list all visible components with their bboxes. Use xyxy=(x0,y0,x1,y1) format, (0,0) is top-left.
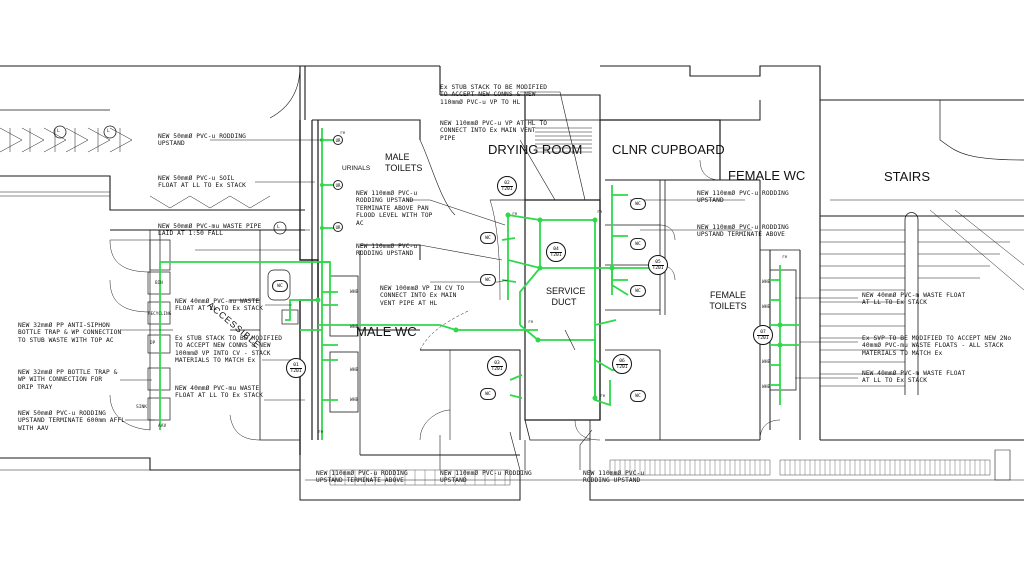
light-label-2: L xyxy=(107,129,110,134)
re-marker-1: re xyxy=(340,131,346,136)
urinal-2: UR xyxy=(333,180,343,190)
wc-pan-female-1: WC xyxy=(630,198,646,210)
note-waste-float-40-d: NEW 40mmØ PVC-m WASTE FLOAT AT LL TO Ex … xyxy=(862,370,966,385)
urinals-label: URINALS xyxy=(342,165,371,172)
re-marker-6: re xyxy=(782,255,788,260)
room-label-female-toilets: FEMALE TOILETS xyxy=(709,290,747,311)
whb-female-3: WHB xyxy=(762,360,771,365)
wc-pan-female-4: WC xyxy=(630,390,646,402)
note-rodding-upstand-110-b: NEW 110mmØ PVC-u RODDING UPSTAND xyxy=(697,190,789,205)
aav-label: AAV xyxy=(158,424,167,429)
note-rodding-terminate-above-b: NEW 110mmØ PVC-u RODDING UPSTAND TERMINA… xyxy=(316,470,408,485)
note-rodding-terminate-above-a: NEW 110mmØ PVC-u RODDING UPSTAND TERMINA… xyxy=(697,224,789,239)
whb-male-1: WHB xyxy=(350,290,359,295)
room-label-clnr: CLNR CUPBOARD xyxy=(612,142,725,157)
re-marker-3: re xyxy=(597,210,603,215)
wc-pan-female-3: WC xyxy=(630,285,646,297)
whb-female-1: WHB xyxy=(762,280,771,285)
whb-male-2: WHB xyxy=(350,325,359,330)
note-rodding-upstand-50: NEW 50mmØ PVC-u RODDING UPSTAND xyxy=(158,133,246,148)
note-stub-stack-male: Ex STUB STACK TO BE MODIFIED TO ACCEPT N… xyxy=(175,335,283,365)
leader-lines xyxy=(120,91,858,471)
room-label-drying: DRYING ROOM xyxy=(488,142,583,157)
room-label-stairs: STAIRS xyxy=(884,169,930,184)
note-waste-float-40-c: NEW 40mmØ PVC-m WASTE FLOAT AT LL TO Ex … xyxy=(862,292,966,307)
recycling-label: RECYCLING xyxy=(148,312,172,317)
sink-label: SINK xyxy=(136,405,148,410)
note-bottle-trap-drip: NEW 32mmØ PP BOTTLE TRAP & WP WITH CONNE… xyxy=(18,369,118,391)
urinal-1: UR xyxy=(333,135,343,145)
note-waste-float-40-b: NEW 40mmØ PVC-mu WASTE FLOAT AT LL TO Ex… xyxy=(175,385,263,400)
wc-pan-male-2: WC xyxy=(480,274,496,286)
re-marker-5: re xyxy=(600,394,606,399)
room-label-male-wc: MALE WC xyxy=(356,324,417,339)
note-rodding-upstand-110-c: NEW 110mmØ PVC-u RODDING UPSTAND xyxy=(440,470,532,485)
light-label-3: L xyxy=(277,225,280,230)
room-label-service-duct: SERVICE DUCT xyxy=(546,286,586,307)
note-rodding-aav: NEW 50mmØ PVC-u RODDING UPSTAND TERMINAT… xyxy=(18,410,126,432)
room-label-female-wc: FEMALE WC xyxy=(728,168,806,183)
wc-pan-male-1: WC xyxy=(480,232,496,244)
wc-pan-female-2: WC xyxy=(630,238,646,250)
note-rodding-upstand-110-a: NEW 110mmØ PVC-u RODDING UPSTAND xyxy=(356,243,418,258)
whb-male-4: WHB xyxy=(350,398,359,403)
note-waste-pipe-fall: NEW 50mmØ PVC-mu WASTE PIPE LAID AT 1:50… xyxy=(158,223,262,238)
re-marker-2: re xyxy=(512,212,518,217)
re-marker-7: re xyxy=(318,430,324,435)
re-marker-4: re xyxy=(528,320,534,325)
note-rodding-pan-flood: NEW 110mmØ PVC-u RODDING UPSTAND TERMINA… xyxy=(356,190,433,227)
dp-label: DP xyxy=(150,341,156,346)
note-rodding-upstand-110-d: NEW 110mmØ PVC-u RODDING UPSTAND xyxy=(583,470,645,485)
wc-pan-accessible: WC xyxy=(272,280,288,292)
bin-label: BIN xyxy=(155,281,163,286)
note-stub-stack-top: Ex STUB STACK TO BE MODIFIED TO ACCEPT N… xyxy=(440,84,548,106)
note-waste-float-40-a: NEW 40mmØ PVC-mu WASTE FLOAT AT LL TO Ex… xyxy=(175,298,263,313)
note-vp-at-hl: NEW 110mmØ PVC-u VP AT HL TO CONNECT INT… xyxy=(440,120,548,142)
whb-female-2: WHB xyxy=(762,305,771,310)
whb-female-4: WHB xyxy=(762,385,771,390)
note-vp-in-cv: NEW 100mmØ VP IN CV TO CONNECT INTO Ex M… xyxy=(380,285,465,307)
room-label-male-toilets: MALE TOILETS xyxy=(385,152,423,173)
whb-male-3: WHB xyxy=(350,368,359,373)
wc-pan-male-3: WC xyxy=(480,388,496,400)
light-label-1: L xyxy=(57,129,60,134)
note-soil-float: NEW 50mmØ PVC-u SOIL FLOAT AT LL TO Ex S… xyxy=(158,175,246,190)
note-anti-siphon-trap: NEW 32mmØ PP ANTI-SIPHON BOTTLE TRAP & W… xyxy=(18,322,122,344)
note-svp-modified: Ex SVP TO BE MODIFIED TO ACCEPT NEW 2No … xyxy=(862,335,1012,357)
urinal-3: UR xyxy=(333,222,343,232)
